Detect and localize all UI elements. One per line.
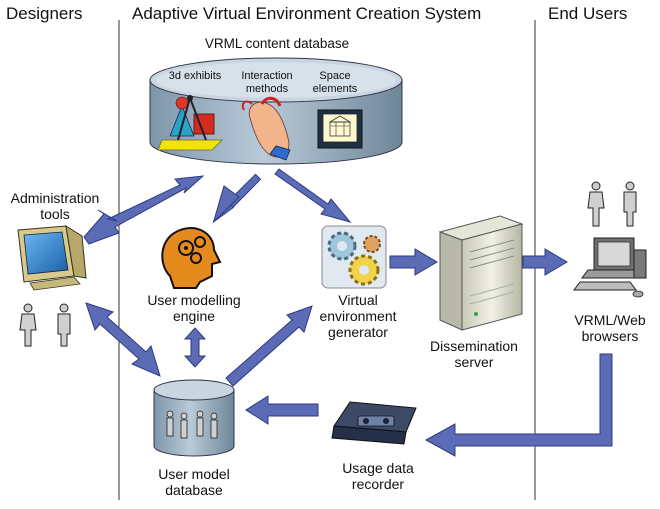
vrml-database-title: VRML content database	[204, 36, 350, 51]
admin-tools-label: Administration tools	[10, 190, 100, 223]
ve-generator-label: Virtual environment generator	[319, 292, 397, 341]
vrml-browsers-label: VRML/Web browsers	[574, 312, 646, 345]
end-users-heading: End Users	[548, 4, 628, 23]
space-elements-icon	[317, 109, 363, 149]
user-modelling-engine-label: User modelling engine	[147, 292, 241, 325]
user-modelling-engine-icon	[161, 227, 222, 289]
end-users-icon	[587, 181, 637, 227]
browser-computer-icon	[573, 237, 647, 298]
arrow-engine-usermodel	[183, 327, 207, 368]
arrow-usermodel-to-generator	[225, 305, 313, 387]
usage-recorder-label: Usage data recorder	[342, 460, 414, 493]
designers-heading: Designers	[6, 4, 83, 23]
dissemination-server-icon	[438, 215, 524, 331]
compartment-space-elements: Space elements	[312, 70, 358, 95]
designers-icon	[19, 303, 71, 347]
arrow-recorder-to-usermodel	[245, 395, 319, 425]
arrow-db-to-modelling-engine-head	[212, 185, 240, 224]
user-model-database[interactable]	[153, 379, 235, 457]
admin-computer-icon	[17, 224, 87, 291]
dissemination-server-label: Dissemination server	[430, 338, 518, 371]
interaction-hand-icon	[241, 96, 291, 161]
arrow-browsers-to-recorder	[424, 353, 613, 457]
compartment-3d-exhibits: 3d exhibits	[168, 70, 222, 82]
user-model-people-icon	[166, 410, 218, 439]
system-heading: Adaptive Virtual Environment Creation Sy…	[132, 4, 482, 23]
arrow-admin-db	[83, 175, 205, 245]
arrow-db-to-generator	[274, 168, 352, 223]
user-model-db-label: User model database	[158, 466, 230, 499]
3d-exhibits-icon	[157, 95, 223, 151]
arrow-admin-usermodel	[85, 302, 161, 377]
arrow-generator-to-server	[389, 248, 438, 276]
compartment-interaction-methods: Interaction methods	[241, 70, 293, 95]
arrow-server-to-browsers	[522, 248, 568, 276]
usage-recorder-icon	[331, 401, 417, 445]
ve-generator-icon	[321, 225, 387, 289]
